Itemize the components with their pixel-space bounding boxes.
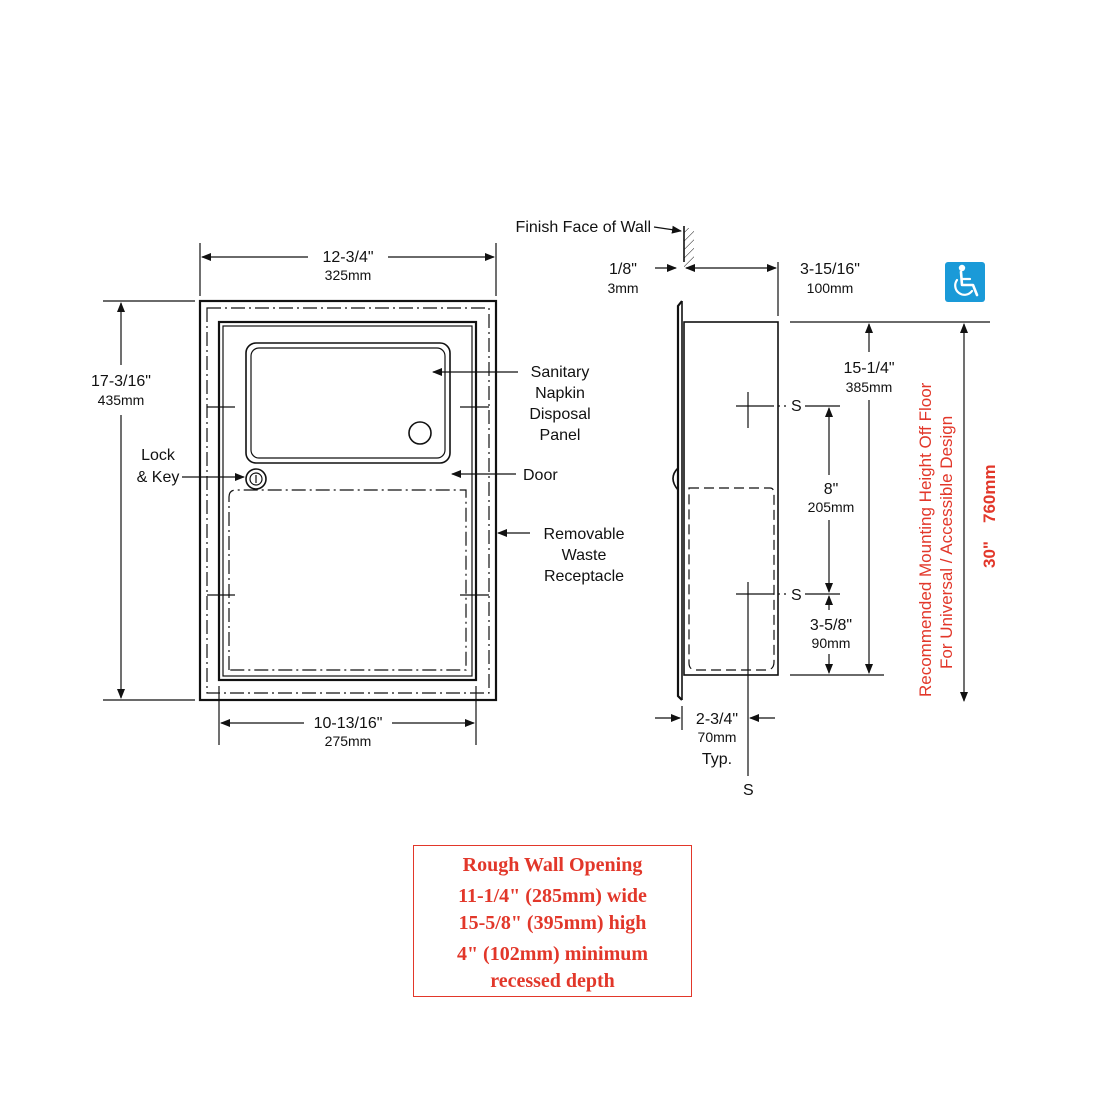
screw-mark-bottom: S [743, 782, 754, 799]
side-receptacle-outline [688, 487, 775, 671]
screw-mark-upper: S [791, 398, 802, 415]
mounting-line2: For Universal / Accessible Design [937, 416, 956, 669]
wall-hatch [684, 228, 694, 268]
door-inner-outline [222, 325, 473, 677]
rough-opening-depth-line2: recessed depth [490, 970, 615, 992]
receptacle-label-line3: Receptacle [544, 568, 624, 585]
rough-opening-title: Rough Wall Opening [462, 854, 643, 876]
receptacle-outline [228, 489, 467, 671]
spacing-label: 8" [824, 481, 839, 498]
disposal-panel [245, 342, 451, 464]
panel-label-line2: Napkin [535, 385, 585, 402]
rough-opening-depth-line1: 4" (102mm) minimum [456, 943, 649, 965]
depth-mm-label: 100mm [807, 280, 854, 296]
screw-mark-lower: S [791, 587, 802, 604]
panel-label-line3: Disposal [529, 406, 590, 423]
overall-width-mm-label: 325mm [325, 267, 372, 283]
panel-knob [408, 421, 432, 445]
cabinet-body [683, 321, 779, 676]
door-label: Door [523, 467, 558, 484]
mounting-line1: Recommended Mounting Height Off Floor [916, 382, 935, 697]
screw-offset-mm-label: 70mm [698, 729, 737, 745]
flange-profile [676, 300, 683, 701]
rough-opening-note: Rough Wall Opening 11-1/4" (285mm) wide … [413, 845, 692, 997]
screw-offset-label: 2-3/4" [696, 711, 738, 728]
door-width-mm-label: 275mm [325, 733, 372, 749]
bottom-offset-mm-label: 90mm [812, 635, 851, 651]
lock-label-line2: & Key [137, 469, 180, 486]
rough-opening-height: 15-5/8" (395mm) high [458, 912, 647, 934]
receptacle-label-line2: Waste [562, 547, 607, 564]
lock-core-icon [249, 472, 263, 486]
overall-width-label: 12-3/4" [322, 249, 373, 266]
depth-label: 3-15/16" [800, 261, 860, 278]
receptacle-label-line1: Removable [544, 526, 625, 543]
mounting-height-mm-label: 760mm [980, 464, 999, 523]
screw-offset-note: Typ. [702, 751, 732, 768]
side-height-mm-label: 385mm [846, 379, 893, 395]
flange-mm-label: 3mm [607, 280, 638, 296]
wheelchair-icon [945, 262, 985, 302]
overall-height-label: 17-3/16" [91, 373, 151, 390]
overall-height-mm-label: 435mm [98, 392, 145, 408]
flange-label: 1/8" [609, 261, 637, 278]
lock-icon [245, 468, 267, 490]
door-hinge [672, 467, 679, 491]
lock-label-line1: Lock [141, 447, 176, 464]
side-view: Finish Face of Wall 1/8" 3mm 3-15/16" 10… [516, 219, 990, 799]
panel-label-line4: Panel [540, 427, 581, 444]
mounting-height: 30" 760mm Recommended Mounting Height Of… [916, 323, 999, 702]
wall-label: Finish Face of Wall [516, 219, 651, 236]
disposal-panel-inner [250, 347, 446, 459]
front-view: 12-3/4" 325mm 17-3/16" 435mm 10-13/16" 2… [91, 243, 625, 749]
panel-label-line1: Sanitary [531, 364, 590, 381]
outer-flange [198, 299, 498, 702]
rough-opening-width: 11-1/4" (285mm) wide [458, 885, 647, 907]
spacing-mm-label: 205mm [808, 499, 855, 515]
door-width-label: 10-13/16" [314, 715, 383, 732]
mounting-height-label: 30" [980, 541, 999, 568]
side-height-label: 15-1/4" [843, 360, 894, 377]
door-outline [217, 320, 478, 682]
wall-leader [653, 225, 682, 234]
rough-opening-outline [206, 307, 490, 694]
bottom-offset-label: 3-5/8" [810, 617, 852, 634]
